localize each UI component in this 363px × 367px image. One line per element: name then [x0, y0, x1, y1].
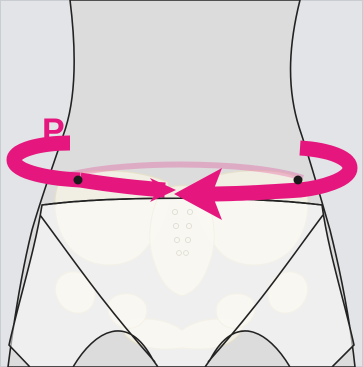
pelvic-garment [9, 198, 354, 367]
garment-body [9, 198, 354, 367]
pressure-label: P [42, 112, 65, 150]
right-pressure-point [294, 176, 303, 185]
left-pressure-point [74, 176, 83, 185]
arrow-left-tail [80, 180, 165, 190]
